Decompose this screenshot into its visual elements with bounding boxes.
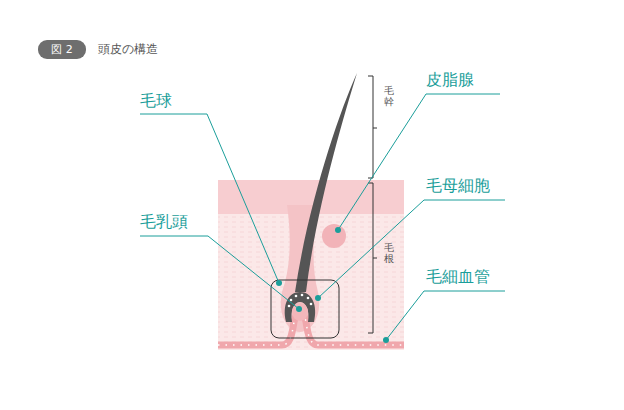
leader-lines [140,94,505,340]
bulb-frame [271,280,339,338]
part-label: 毛乳頭 [140,213,188,231]
sebaceous-gland [322,224,346,248]
bracket-label: 毛根 [384,242,394,264]
bracket-label: 毛幹 [384,85,394,107]
part-label: 毛母細胞 [426,177,490,195]
hair-bulb [285,292,315,322]
hair-shaft [295,73,357,292]
part-label: 皮脂腺 [426,71,474,89]
badge-text: 図 2 [51,44,73,55]
shaft-bracket [368,76,377,178]
matrix-dots [288,294,313,308]
part-label: 毛球 [140,92,172,110]
root-bracket [368,183,377,333]
part-label: 毛細血管 [426,268,490,286]
leader-dots [276,280,389,343]
figure-badge: 図 2 [38,40,86,59]
figure-title: 頭皮の構造 [98,43,158,55]
